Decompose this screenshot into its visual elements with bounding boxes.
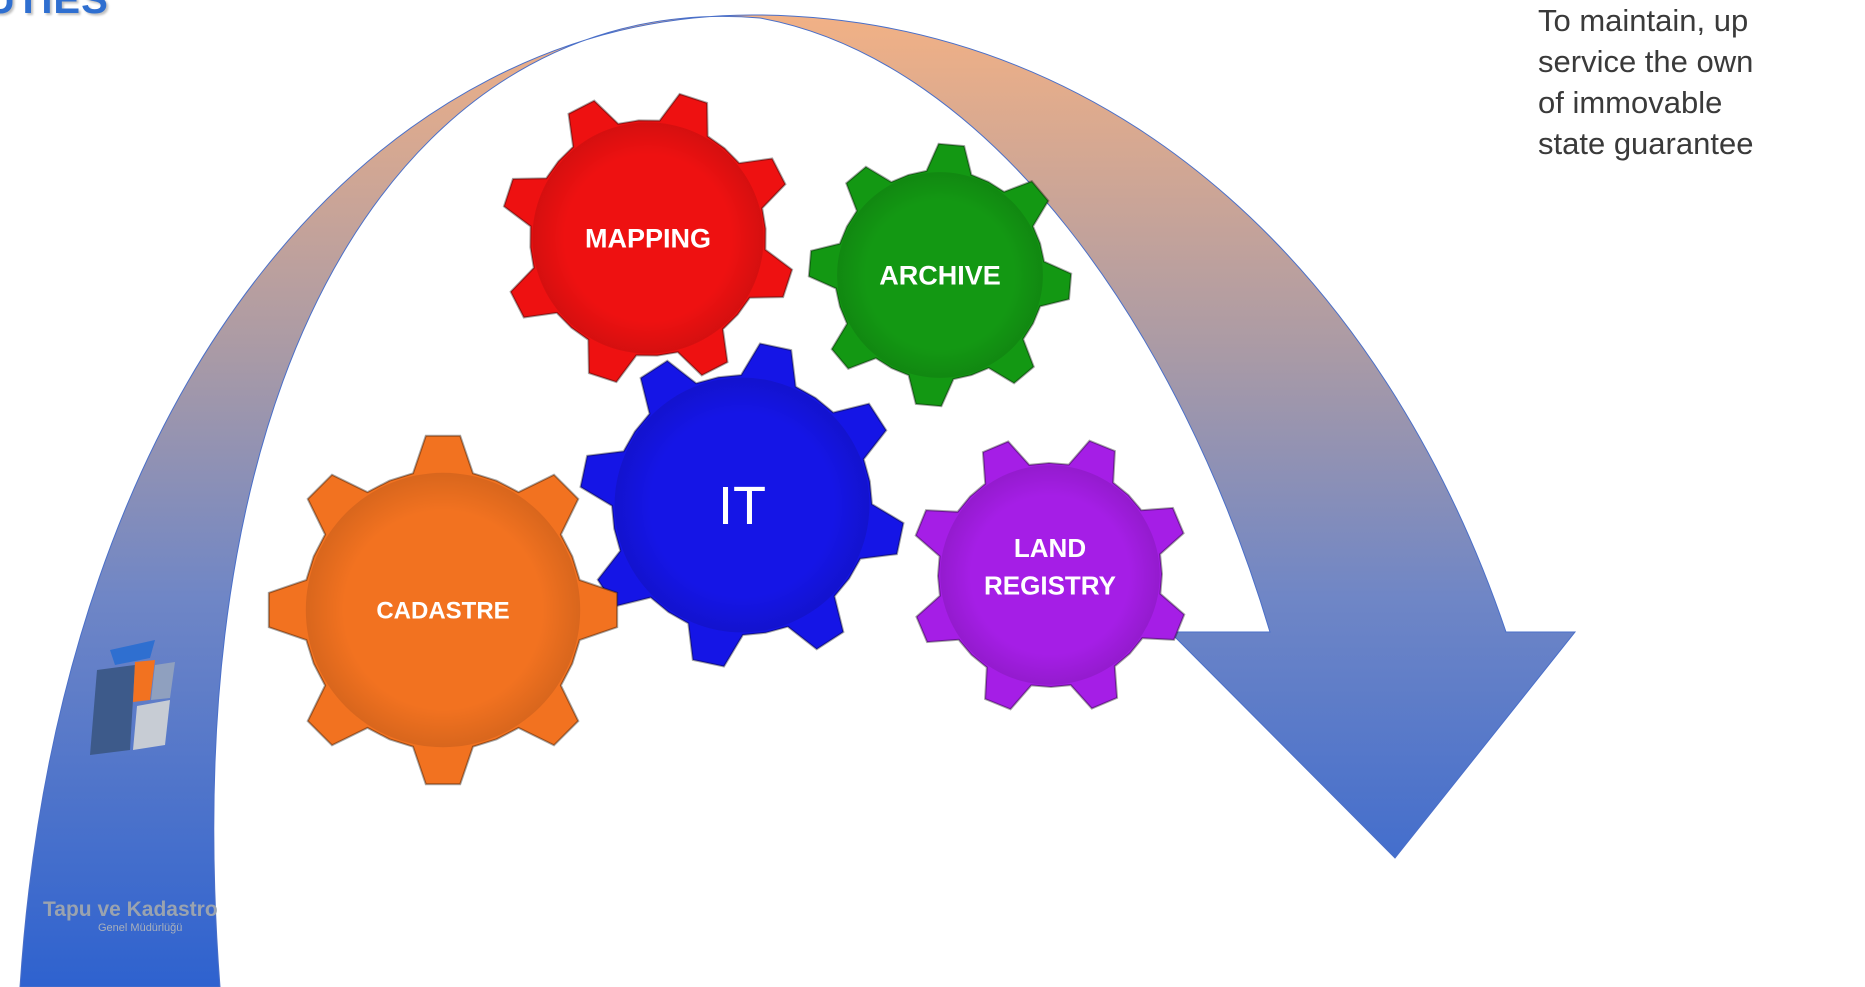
description-line: To maintain, up xyxy=(1538,3,1749,38)
gear-label: CADASTRE xyxy=(376,597,509,624)
gear-cadastre: CADASTRE xyxy=(267,434,619,786)
gear-archive: ARCHIVE xyxy=(807,142,1073,408)
description-line: state guarantee xyxy=(1538,126,1754,161)
gear-it: IT xyxy=(579,342,905,668)
gear-label: MAPPING xyxy=(585,223,711,253)
logo-mark xyxy=(90,640,175,755)
description-text: To maintain, up service the own of immov… xyxy=(1538,0,1865,164)
description-line: service the own xyxy=(1538,44,1754,79)
logo-subtitle: Genel Müdürlüğü xyxy=(98,922,183,934)
gear-mapping: MAPPING xyxy=(502,92,794,384)
gear-shading xyxy=(837,172,1043,378)
gear-shading xyxy=(532,122,764,354)
gear-label: IT xyxy=(718,476,766,536)
gear-shading xyxy=(614,377,870,633)
gear-shading xyxy=(305,472,581,748)
page-title: UTIES xyxy=(0,0,109,22)
logo-name: Tapu ve Kadastro xyxy=(43,898,218,921)
gear-label: ARCHIVE xyxy=(879,260,1001,290)
description-line: of immovable xyxy=(1538,85,1723,120)
gear-shading xyxy=(940,465,1160,685)
curved-arrow xyxy=(19,14,1577,987)
